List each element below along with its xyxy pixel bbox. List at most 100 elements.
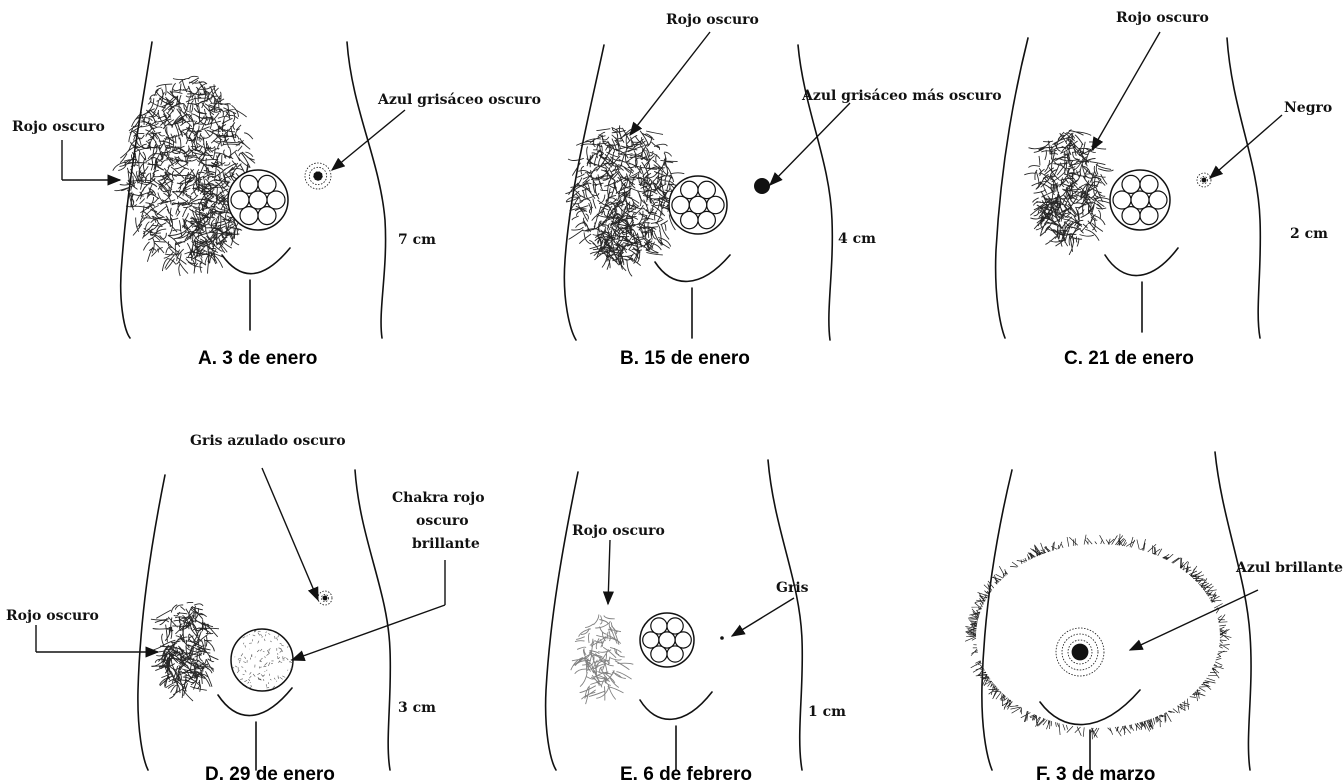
chakra-petal bbox=[681, 181, 698, 198]
panel-d: Gris azulado oscuro Chakra rojo oscuro b… bbox=[6, 433, 485, 784]
chakra-petal bbox=[651, 618, 667, 634]
chakra-petal bbox=[267, 191, 285, 209]
chakra-petal bbox=[1140, 175, 1158, 193]
gray-spot bbox=[720, 636, 724, 640]
chakra-petal bbox=[1113, 191, 1131, 209]
panel-f: Azul brillante F. 3 de marzo bbox=[965, 452, 1343, 784]
label-gray-blue: Azul grisáceo oscuro bbox=[377, 92, 541, 108]
groin-outline bbox=[640, 692, 712, 770]
black-spot bbox=[1197, 173, 1211, 187]
chakra-petal bbox=[258, 175, 276, 193]
faint-red-blob bbox=[571, 615, 634, 705]
scribble-texture bbox=[571, 615, 634, 705]
groin-outline bbox=[655, 255, 730, 338]
dark-red-blob bbox=[565, 125, 684, 276]
spot-core bbox=[323, 596, 328, 601]
label-darker-gray-blue: Azul grisáceo más oscuro bbox=[801, 88, 1002, 104]
chakra-petal bbox=[231, 191, 249, 209]
panel-b: Rojo oscuro Azul grisáceo más oscuro 4 c… bbox=[564, 12, 1001, 369]
chakra-center bbox=[249, 191, 267, 209]
groin-outline bbox=[218, 688, 292, 770]
chakra-petal bbox=[240, 175, 258, 193]
arrow bbox=[770, 103, 850, 185]
gray-blue-spot bbox=[305, 163, 331, 189]
scribble-texture bbox=[1024, 130, 1113, 255]
chakra-petal bbox=[667, 618, 683, 634]
label-chakra-line3: brillante bbox=[412, 536, 480, 552]
size-label: 1 cm bbox=[808, 704, 846, 720]
dark-spot-core bbox=[754, 178, 770, 194]
arrow bbox=[630, 32, 710, 135]
groin-outline bbox=[1105, 248, 1178, 332]
label-dark-red: Rojo oscuro bbox=[12, 119, 105, 135]
label-gray: Gris bbox=[776, 580, 809, 596]
panel-caption: A. 3 de enero bbox=[198, 348, 317, 369]
arrow bbox=[1210, 115, 1282, 178]
dark-red-blob bbox=[113, 76, 259, 276]
chakra-petal bbox=[1149, 191, 1167, 209]
chakra-symbol bbox=[228, 170, 288, 230]
label-chakra-line1: Chakra rojo bbox=[392, 490, 485, 506]
chakra-petal bbox=[643, 632, 659, 648]
chakra-petal bbox=[698, 211, 715, 228]
chakra-petal bbox=[667, 646, 683, 662]
chakra-petal bbox=[1140, 207, 1158, 225]
body-outline-left bbox=[996, 38, 1028, 338]
chakra-petal bbox=[651, 646, 667, 662]
spot-core bbox=[1072, 644, 1089, 661]
body-outline-left bbox=[546, 472, 578, 770]
chakra-petal bbox=[707, 196, 724, 213]
gray-dot bbox=[720, 636, 724, 640]
panel-caption: B. 15 de enero bbox=[620, 348, 750, 369]
groin-outline bbox=[222, 248, 290, 330]
panel-caption: F. 3 de marzo bbox=[1036, 764, 1155, 784]
chakra-petal bbox=[681, 211, 698, 228]
label-gray-blue: Gris azulado oscuro bbox=[190, 433, 346, 449]
body-outline-left bbox=[138, 475, 165, 770]
chakra-symbol bbox=[1110, 170, 1170, 230]
chakra-petal bbox=[672, 196, 689, 213]
chakra-center bbox=[1131, 191, 1149, 209]
arrow bbox=[608, 540, 610, 604]
chakra-symbol bbox=[669, 176, 727, 234]
size-label: 3 cm bbox=[398, 700, 436, 716]
arrow bbox=[292, 605, 445, 660]
label-black: Negro bbox=[1284, 100, 1332, 116]
size-label: 2 cm bbox=[1290, 226, 1328, 242]
panel-caption: C. 21 de enero bbox=[1064, 348, 1194, 369]
chakra-petal bbox=[258, 207, 276, 225]
panel-e: Rojo oscuro Gris 1 cm E. 6 de febrero bbox=[546, 460, 847, 784]
size-label: 4 cm bbox=[838, 231, 876, 247]
gray-blue-spot bbox=[318, 591, 332, 605]
panel-caption: E. 6 de febrero bbox=[620, 764, 752, 784]
body-outline-right bbox=[1215, 452, 1251, 770]
chakra-petal bbox=[698, 181, 715, 198]
dark-red-blob bbox=[1024, 130, 1113, 255]
arrow bbox=[332, 110, 405, 170]
bright-blue-chakra bbox=[1056, 628, 1104, 676]
chakra-center bbox=[659, 632, 675, 648]
dark-gray-blue-spot bbox=[754, 178, 770, 194]
body-outline-left bbox=[982, 470, 1012, 770]
chakra-petal bbox=[1122, 175, 1140, 193]
dark-red-chakra bbox=[231, 629, 293, 691]
panel-a: Rojo oscuro Azul grisáceo oscuro 7 cm A.… bbox=[12, 42, 541, 369]
chakra-petal bbox=[675, 632, 691, 648]
groin-outline bbox=[1040, 690, 1140, 770]
arrow bbox=[732, 598, 794, 636]
panel-caption: D. 29 de enero bbox=[205, 764, 335, 784]
spot-core bbox=[313, 171, 322, 180]
chakra-petal bbox=[240, 207, 258, 225]
spot-core bbox=[1202, 178, 1207, 183]
scribble-texture bbox=[113, 76, 259, 276]
label-dark-red: Rojo oscuro bbox=[666, 12, 759, 28]
body-outline-left bbox=[121, 42, 152, 338]
arrow bbox=[1092, 32, 1160, 150]
label-chakra-line2: oscuro bbox=[416, 513, 469, 529]
chakra-symbol bbox=[640, 613, 694, 667]
size-label: 7 cm bbox=[398, 232, 436, 248]
body-outline-right bbox=[355, 470, 390, 770]
arrow bbox=[1130, 590, 1258, 650]
label-bright-blue: Azul brillante bbox=[1235, 560, 1343, 576]
